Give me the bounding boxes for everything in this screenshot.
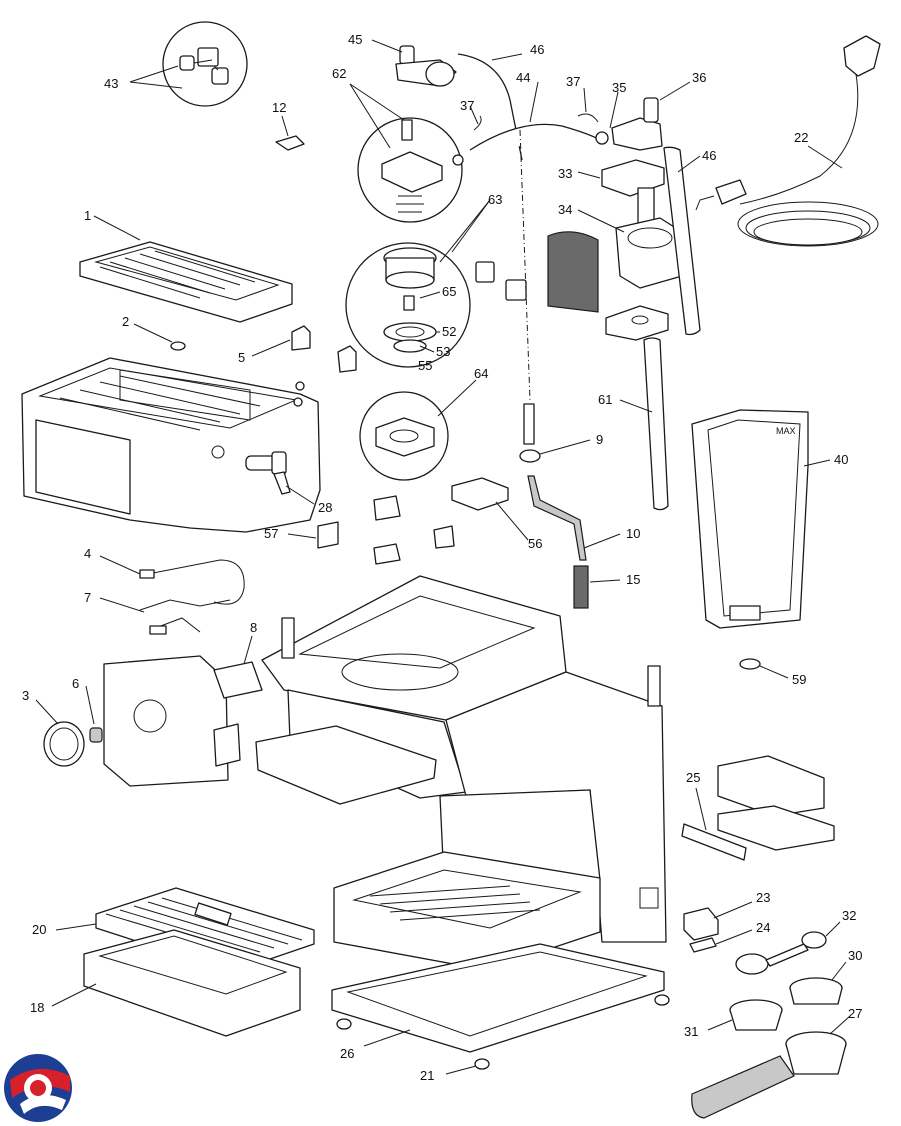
label-31: 31 xyxy=(684,1024,698,1039)
label-20: 20 xyxy=(32,922,46,937)
label-62: 62 xyxy=(332,66,346,81)
label-2: 2 xyxy=(122,314,129,329)
label-59: 59 xyxy=(792,672,806,687)
label-23: 23 xyxy=(756,890,770,905)
part-40-water-tank: MAX xyxy=(691,409,831,629)
label-64: 64 xyxy=(474,366,488,381)
label-43: 43 xyxy=(104,76,118,91)
part-21-foot xyxy=(445,1058,490,1075)
label-65: 65 xyxy=(442,284,456,299)
tubes-46-61 xyxy=(619,146,701,511)
parts-18-20-trays xyxy=(51,887,315,1037)
label-30: 30 xyxy=(848,948,862,963)
part-28-steam-valve xyxy=(245,451,315,505)
brand-logo xyxy=(4,1054,72,1122)
part-62-detail xyxy=(349,83,464,223)
label-46b: 46 xyxy=(702,148,716,163)
part-36-valve xyxy=(577,81,691,151)
label-37a: 37 xyxy=(566,74,580,89)
label-36: 36 xyxy=(692,70,706,85)
control-panel xyxy=(35,635,263,787)
part-25-electronics xyxy=(681,755,835,861)
label-53: 53 xyxy=(436,344,450,359)
label-37b: 37 xyxy=(460,98,474,113)
part-43-detail xyxy=(129,21,248,107)
label-52: 52 xyxy=(442,324,456,339)
part-26-drip-base xyxy=(331,851,670,1053)
main-body xyxy=(255,575,667,943)
label-15: 15 xyxy=(626,572,640,587)
upper-housing xyxy=(21,357,321,533)
label-35: 35 xyxy=(612,80,626,95)
label-4: 4 xyxy=(84,546,91,561)
part-2-5-small xyxy=(133,323,357,373)
label-27: 27 xyxy=(848,1006,862,1021)
part-10-steam-wand xyxy=(519,129,621,609)
label-40: 40 xyxy=(834,452,848,467)
part-22-power-cable xyxy=(695,35,881,247)
label-12: 12 xyxy=(272,100,286,115)
label-63: 63 xyxy=(488,192,502,207)
label-9: 9 xyxy=(596,432,603,447)
parts-27-32-portafilter xyxy=(691,921,851,1119)
parts-56-57 xyxy=(287,477,529,565)
label-44: 44 xyxy=(516,70,530,85)
label-26: 26 xyxy=(340,1046,354,1061)
label-46a: 46 xyxy=(530,42,544,57)
label-45: 45 xyxy=(348,32,362,47)
label-33: 33 xyxy=(558,166,572,181)
label-34: 34 xyxy=(558,202,572,217)
label-61: 61 xyxy=(598,392,612,407)
label-55: 55 xyxy=(418,358,432,373)
part-1-cup-tray xyxy=(79,215,293,323)
label-28: 28 xyxy=(318,500,332,515)
part-45-tap xyxy=(371,39,457,87)
label-25: 25 xyxy=(686,770,700,785)
label-5: 5 xyxy=(238,350,245,365)
label-21: 21 xyxy=(420,1068,434,1083)
label-32: 32 xyxy=(842,908,856,923)
clips-mid xyxy=(475,261,527,301)
label-18: 18 xyxy=(30,1000,44,1015)
tank-max-label: MAX xyxy=(776,426,796,436)
part-63-detail xyxy=(345,199,491,368)
label-22: 22 xyxy=(794,130,808,145)
part-labels: 43 12 1 2 5 45 62 46 44 37 35 36 37 22 4… xyxy=(22,32,862,1083)
parts-23-24-switch xyxy=(683,901,753,953)
part-64-detail xyxy=(359,379,477,481)
label-24: 24 xyxy=(756,920,770,935)
label-3: 3 xyxy=(22,688,29,703)
label-56: 56 xyxy=(528,536,542,551)
pipes-44-46 xyxy=(457,53,601,161)
label-7: 7 xyxy=(84,590,91,605)
label-10: 10 xyxy=(626,526,640,541)
part-34-pump xyxy=(547,159,683,341)
label-1: 1 xyxy=(84,208,91,223)
label-57: 57 xyxy=(264,526,278,541)
label-8: 8 xyxy=(250,620,257,635)
part-12-clip xyxy=(275,115,305,151)
label-6: 6 xyxy=(72,676,79,691)
parts-4-7-wiring xyxy=(99,555,245,635)
part-59-valve xyxy=(739,658,789,679)
